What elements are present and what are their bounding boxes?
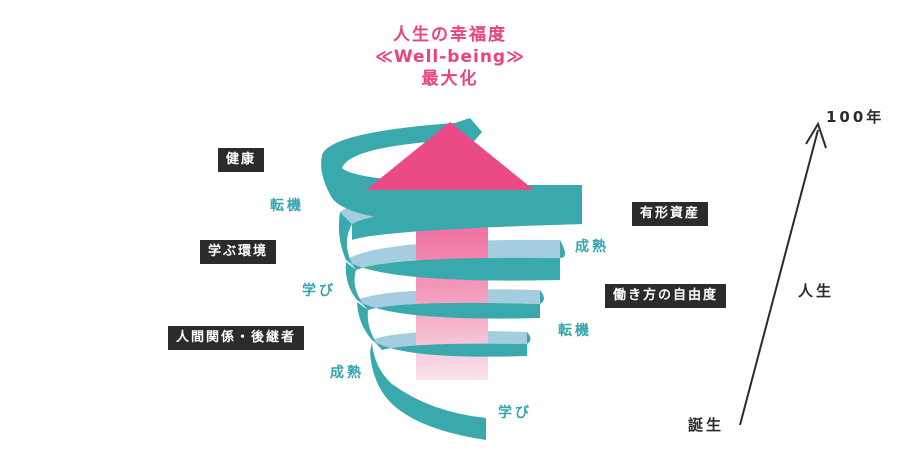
life-axis-line [739,129,819,426]
spiral-band-1 [321,118,582,226]
title-line-3: 最大化 [421,69,479,90]
life-axis-middle-label: 人生 [798,282,835,300]
spiral-label-learning-right: 学び [498,405,532,421]
label-work-freedom: 働き方の自由度 [605,284,727,308]
title-line-2: ≪Well-being≫ [375,47,525,68]
diagram-title: 人生の幸福度 ≪Well-being≫ 最大化 [280,24,620,90]
spiral-label-turning-point-right: 転機 [558,323,592,339]
label-relationships-successor: 人間関係・後継者 [168,326,305,350]
spiral-band-3 [338,212,565,281]
spiral-band-4 [345,262,544,319]
label-tangible-assets: 有形資産 [632,202,709,226]
spiral-label-maturity-left: 成熟 [330,365,364,381]
spiral-label-maturity-right: 成熟 [575,239,609,255]
spiral-tail [370,342,486,440]
spiral-band-5 [357,302,531,357]
spiral-label-learning-left: 学び [302,283,336,299]
label-health: 健康 [218,148,265,172]
life-axis-top-label: 100年 [826,108,885,126]
life-axis-bottom-label: 誕生 [688,416,725,434]
spiral-band-2 [352,207,582,240]
spiral-label-turning-point-left: 転機 [270,198,304,214]
arrow-head [366,122,534,190]
life-axis-arrowhead [805,121,827,149]
label-learning-environment: 学ぶ環境 [200,240,277,264]
title-line-1: 人生の幸福度 [393,25,507,45]
